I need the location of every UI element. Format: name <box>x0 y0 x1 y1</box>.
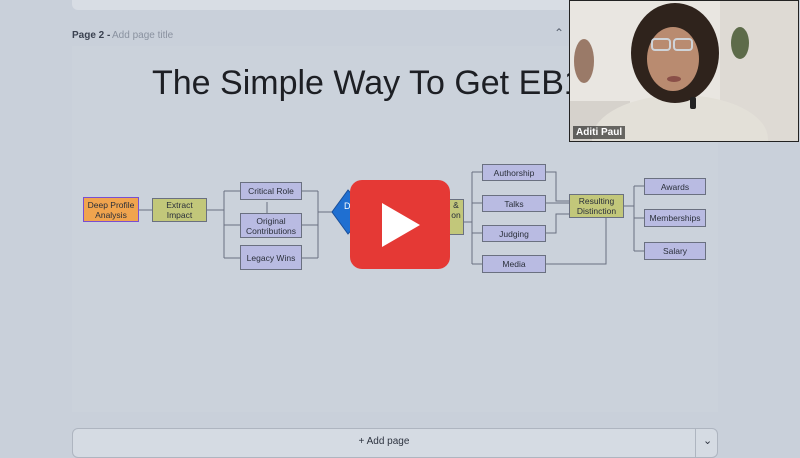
node-media[interactable]: Media <box>482 255 546 273</box>
node-legacy-wins[interactable]: Legacy Wins <box>240 245 302 270</box>
node-partial-olive-top: & <box>453 200 459 210</box>
node-resulting-distinction[interactable]: Resulting Distinction <box>569 194 624 218</box>
node-judging[interactable]: Judging <box>482 225 546 242</box>
chevron-down-icon[interactable]: ⌄ <box>703 435 713 447</box>
diamond-label: D <box>344 201 351 211</box>
add-page-bar: + Add page ⌄ <box>72 428 718 458</box>
video-play-button[interactable] <box>350 180 450 269</box>
webcam-overlay: Aditi Paul <box>569 0 799 142</box>
previous-page-bottom <box>72 0 718 10</box>
node-salary[interactable]: Salary <box>644 242 706 260</box>
page-title-input[interactable]: Add page title <box>112 30 174 41</box>
node-extract-impact[interactable]: Extract Impact <box>152 198 207 222</box>
page-number: Page 2 - <box>72 30 111 41</box>
play-icon <box>382 202 420 247</box>
presenter-video <box>570 1 798 141</box>
chevron-up-icon[interactable]: ⌃ <box>554 26 565 40</box>
node-talks[interactable]: Talks <box>482 195 546 212</box>
presenter-name: Aditi Paul <box>573 126 626 139</box>
add-page-button[interactable]: + Add page <box>358 436 410 447</box>
node-original-contributions[interactable]: Original Contributions <box>240 213 302 238</box>
node-critical-role[interactable]: Critical Role <box>240 182 302 200</box>
node-partial-olive-bottom: on <box>451 210 461 220</box>
add-page-divider <box>695 429 696 457</box>
node-deep-profile[interactable]: Deep Profile Analysis <box>83 197 139 222</box>
page-header: Page 2 - Add page title ⌃ <box>72 24 718 46</box>
node-memberships[interactable]: Memberships <box>644 209 706 227</box>
node-awards[interactable]: Awards <box>644 178 706 195</box>
node-authorship[interactable]: Authorship <box>482 164 546 181</box>
slide-title: The Simple Way To Get EB1 I <box>152 64 602 102</box>
